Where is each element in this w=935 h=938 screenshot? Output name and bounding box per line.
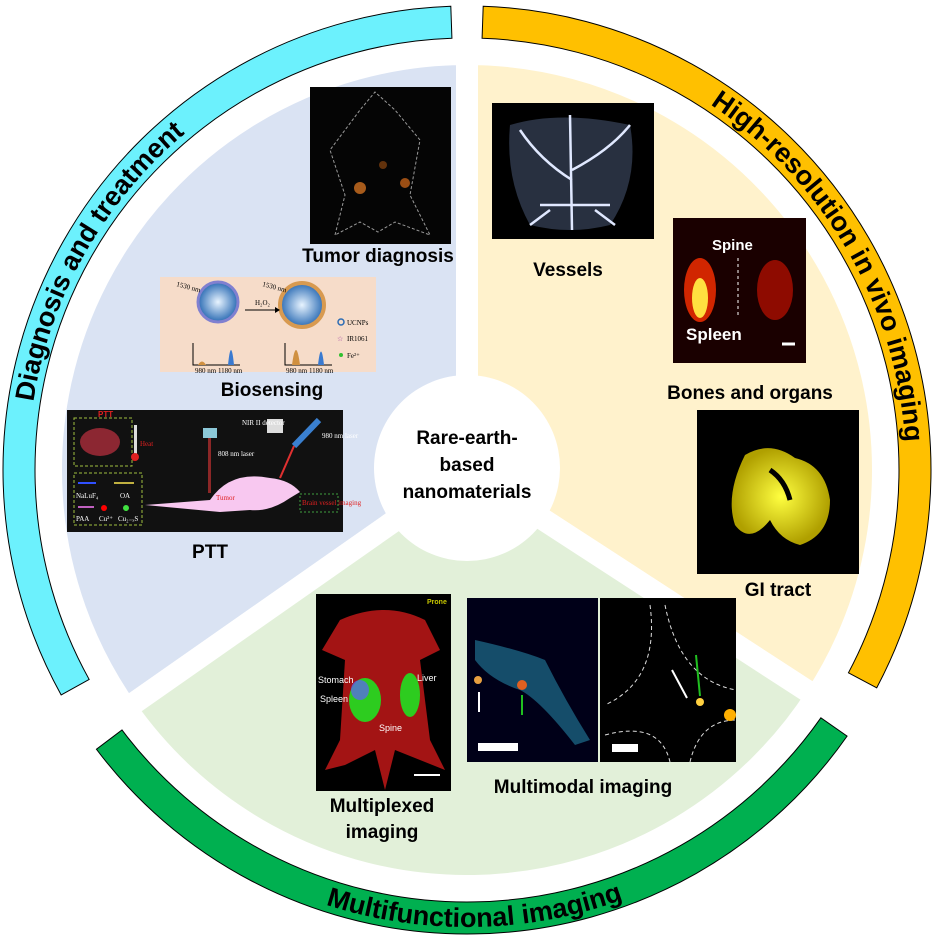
svg-text:Liver: Liver — [417, 673, 437, 683]
biosensing-image: H₂O₂ 1530 nm 1530 nm UCNPs ☆IR1061 Fe²⁺ … — [160, 277, 376, 375]
svg-text:Brain vessel imaging: Brain vessel imaging — [302, 499, 362, 507]
ring-multifunctional — [95, 717, 848, 935]
svg-text:Tumor: Tumor — [216, 494, 235, 502]
tumor-diagnosis-label: Tumor diagnosis — [302, 246, 454, 267]
svg-text:UCNPs: UCNPs — [347, 319, 369, 327]
ring-diagnosis — [2, 5, 453, 696]
multiplexed-label-line-1: Multiplexed — [330, 796, 435, 817]
multimodal-label: Multimodal imaging — [494, 777, 672, 798]
biosensing-label: Biosensing — [221, 380, 323, 401]
svg-text:Spine: Spine — [379, 723, 402, 733]
svg-text:980 nm 1180 nm: 980 nm 1180 nm — [195, 367, 243, 375]
svg-text:NaLuF₄: NaLuF₄ — [76, 492, 99, 500]
svg-text:Fe²⁺: Fe²⁺ — [347, 352, 360, 360]
svg-text:Cu²⁺: Cu²⁺ — [99, 515, 113, 523]
svg-text:Cu₂₋ₓS: Cu₂₋ₓS — [118, 515, 138, 523]
vessels-image — [492, 103, 654, 239]
ring-high-resolution — [481, 5, 932, 689]
center-line-3: nanomaterials — [403, 482, 532, 503]
gi-tract-image — [697, 410, 859, 574]
svg-text:Prone: Prone — [427, 599, 447, 606]
svg-text:IR1061: IR1061 — [347, 335, 369, 343]
gi-tract-label: GI tract — [745, 580, 812, 601]
svg-text:PTT: PTT — [98, 410, 113, 419]
svg-text:OA: OA — [120, 492, 130, 500]
svg-text:Heat: Heat — [140, 440, 153, 448]
svg-text:Spleen: Spleen — [686, 325, 742, 344]
svg-text:Spleen: Spleen — [320, 694, 348, 704]
svg-text:980 nm laser: 980 nm laser — [322, 432, 359, 440]
vessels-label: Vessels — [533, 260, 603, 281]
multimodal-image-right — [600, 598, 737, 763]
rings — [2, 5, 932, 935]
svg-text:☆: ☆ — [337, 335, 343, 343]
svg-text:PAA: PAA — [76, 515, 89, 523]
ptt-label: PTT — [192, 542, 228, 563]
svg-text:980 nm 1180 nm: 980 nm 1180 nm — [286, 367, 334, 375]
multimodal-image-left — [467, 598, 598, 762]
bones-organs-image: Spine Spleen — [673, 218, 806, 363]
svg-text:Stomach: Stomach — [318, 675, 354, 685]
svg-text:Spine: Spine — [712, 237, 753, 254]
svg-text:H₂O₂: H₂O₂ — [255, 299, 271, 307]
ptt-image: PTT Heat NaLuF₄ OA PAA Cu²⁺ Cu₂₋ₓS 808 n… — [67, 410, 362, 532]
multiplexed-label-line-2: imaging — [346, 822, 419, 843]
multiplexed-image: Prone Stomach Spleen Liver Spine — [316, 594, 451, 791]
tumor-diagnosis-image — [310, 87, 451, 244]
bones-organs-label: Bones and organs — [667, 383, 833, 404]
svg-text:808 nm laser: 808 nm laser — [218, 450, 255, 458]
center-circle — [374, 375, 560, 561]
center-line-2: based — [440, 455, 495, 476]
center-line-1: Rare-earth- — [416, 428, 517, 449]
svg-text:NIR II detector: NIR II detector — [242, 419, 285, 427]
